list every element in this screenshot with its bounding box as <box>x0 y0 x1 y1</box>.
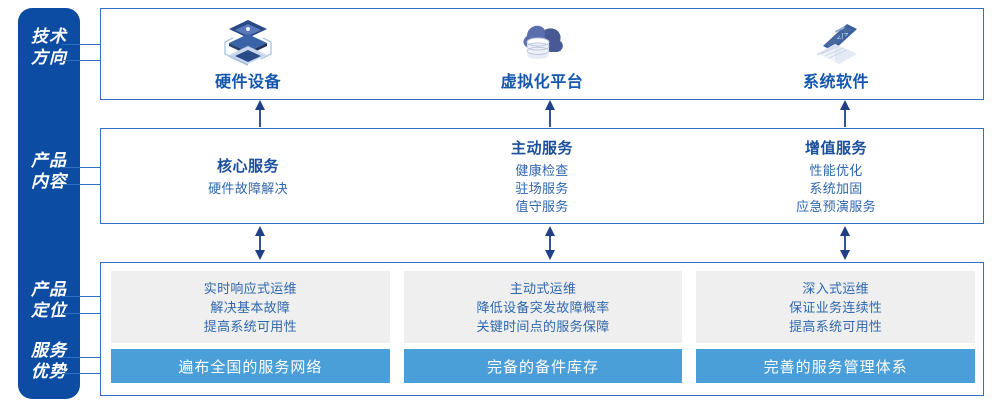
laptop-code-icon: </> <box>817 24 857 64</box>
server-stack-icon <box>224 20 272 66</box>
bottom-col-1: 实时响应式运维 解决基本故障 提高系统可用性 遍布全国的服务网络 <box>111 271 390 389</box>
arrow-double-active-service <box>545 226 555 260</box>
content-item: 系统加固 <box>809 180 863 196</box>
bottom-col-3: 深入式运维 保证业务连续性 提高系统可用性 完善的服务管理体系 <box>696 271 976 389</box>
category-rail <box>18 8 80 399</box>
tech-cell-system-software[interactable]: </> 系统软件 <box>689 9 983 99</box>
rail-label-service-advantage: 服务 优势 <box>18 340 80 382</box>
positioning-line: 深入式运维 <box>802 280 869 296</box>
connector-stub <box>62 373 102 374</box>
tech-cell-hardware[interactable]: 硬件设备 <box>101 9 395 99</box>
rail-label-product-content: 产品 内容 <box>18 150 80 192</box>
positioning-line: 降低设备突发故障概率 <box>476 299 610 315</box>
connector-stub <box>62 184 102 185</box>
content-item: 驻场服务 <box>515 180 569 196</box>
connector-stub <box>62 313 102 314</box>
content-cell-value-service[interactable]: 增值服务 性能优化 系统加固 应急预演服务 <box>689 129 983 223</box>
advantage-box-1[interactable]: 遍布全国的服务网络 <box>111 349 390 383</box>
cloud-database-icon <box>523 25 563 59</box>
arrow-up-virtualization <box>545 100 555 127</box>
product-content-panel: 核心服务 硬件故障解决 主动服务 健康检查 驻场服务 值守服务 增值服务 性能优… <box>100 128 984 224</box>
positioning-box-1[interactable]: 实时响应式运维 解决基本故障 提高系统可用性 <box>111 271 390 343</box>
arrow-up-hardware <box>255 100 265 127</box>
tech-direction-row: 硬件设备 虚拟 <box>101 9 983 99</box>
rail-label-line: 产品 <box>31 280 67 299</box>
connector-stub <box>62 60 102 61</box>
positioning-box-2[interactable]: 主动式运维 降低设备突发故障概率 关键时间点的服务保障 <box>403 271 683 343</box>
arrow-double-core-service <box>255 226 265 260</box>
content-item: 硬件故障解决 <box>208 180 288 196</box>
content-title-value-service: 增值服务 <box>804 139 867 157</box>
connector-stub <box>62 167 102 168</box>
positioning-line: 提高系统可用性 <box>789 318 883 334</box>
arrow-up-system-software <box>840 100 850 127</box>
rail-label-line: 内容 <box>31 172 67 191</box>
positioning-line: 关键时间点的服务保障 <box>476 318 610 334</box>
rail-label-line: 定位 <box>31 301 67 320</box>
content-cell-core-service[interactable]: 核心服务 硬件故障解决 <box>101 129 395 223</box>
content-item: 值守服务 <box>515 198 569 214</box>
tech-cell-virtualization[interactable]: 虚拟化平台 <box>395 9 689 99</box>
bottom-row: 实时响应式运维 解决基本故障 提高系统可用性 遍布全国的服务网络 主动式运维 降… <box>111 271 976 389</box>
connector-stub <box>62 357 102 358</box>
positioning-box-3[interactable]: 深入式运维 保证业务连续性 提高系统可用性 <box>696 271 976 343</box>
positioning-line: 主动式运维 <box>509 280 577 296</box>
positioning-line: 实时响应式运维 <box>203 280 297 296</box>
rail-label-line: 方向 <box>31 48 67 67</box>
rail-label-tech-direction: 技术 方向 <box>18 26 80 68</box>
positioning-line: 保证业务连续性 <box>789 299 883 315</box>
content-item: 应急预演服务 <box>796 198 876 214</box>
tech-direction-panel: 硬件设备 虚拟 <box>100 8 984 100</box>
content-cell-active-service[interactable]: 主动服务 健康检查 驻场服务 值守服务 <box>395 129 689 223</box>
advantage-box-3[interactable]: 完善的服务管理体系 <box>696 349 976 383</box>
rail-label-line: 服务 <box>31 341 67 360</box>
rail-label-product-positioning: 产品 定位 <box>18 279 80 321</box>
positioning-line: 解决基本故障 <box>210 299 291 315</box>
content-title-core-service: 核心服务 <box>216 157 279 175</box>
rail-label-line: 技术 <box>31 27 67 46</box>
tech-label-virtualization: 虚拟化平台 <box>500 74 584 91</box>
connector-stub <box>62 44 102 45</box>
content-title-active-service: 主动服务 <box>510 139 573 157</box>
product-content-row: 核心服务 硬件故障解决 主动服务 健康检查 驻场服务 值守服务 增值服务 性能优… <box>101 129 983 223</box>
arrow-double-value-service <box>840 226 850 260</box>
content-item: 性能优化 <box>809 162 863 178</box>
positioning-advantage-panel: 实时响应式运维 解决基本故障 提高系统可用性 遍布全国的服务网络 主动式运维 降… <box>100 262 984 396</box>
rail-label-line: 产品 <box>31 151 67 170</box>
positioning-line: 提高系统可用性 <box>203 318 297 334</box>
rail-label-line: 优势 <box>31 362 67 381</box>
connector-stub <box>62 296 102 297</box>
bottom-col-2: 主动式运维 降低设备突发故障概率 关键时间点的服务保障 完备的备件库存 <box>403 271 683 389</box>
advantage-box-2[interactable]: 完备的备件库存 <box>403 349 683 383</box>
tech-label-hardware: 硬件设备 <box>214 74 281 91</box>
content-item: 健康检查 <box>515 162 569 178</box>
tech-label-system-software: 系统软件 <box>802 74 869 91</box>
